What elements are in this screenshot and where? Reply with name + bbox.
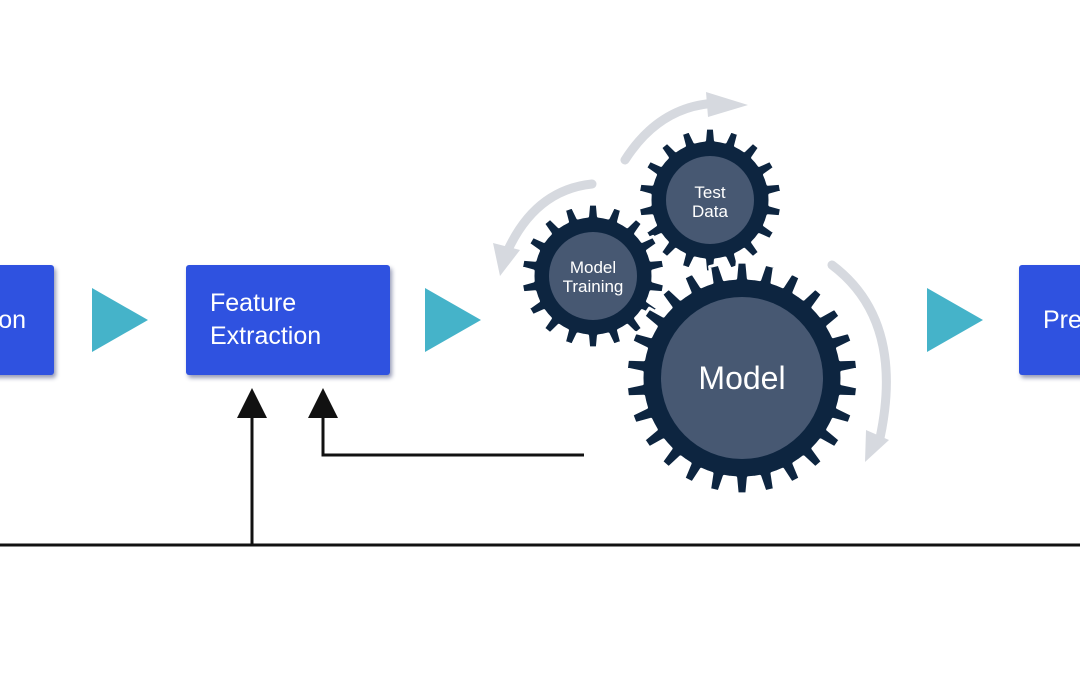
step-box-feature-extraction: Feature Extraction: [186, 265, 390, 375]
step-right-label-line1: Pre: [1043, 305, 1080, 334]
gear-test-data-center: [666, 156, 754, 244]
model-to-feature-arrow: [308, 388, 584, 457]
cycle-arrowheads: [493, 92, 889, 462]
model-training-label-line1: Model: [570, 258, 616, 277]
flow-arrow-1: [92, 288, 148, 352]
test-data-label-line2: Data: [692, 202, 728, 221]
feature-extraction-label-line2: Extraction: [210, 322, 322, 350]
model-training-label-line2: Training: [563, 277, 624, 296]
flow-arrow-3: [927, 288, 983, 352]
cycle-arrows: [502, 98, 891, 443]
model-gear-label: Model: [698, 360, 785, 396]
gear-model-training: [520, 202, 666, 350]
gear-model-training-center: [549, 232, 637, 320]
test-data-label-line1: Test: [694, 183, 725, 202]
cycle-arrow-right: [827, 260, 891, 443]
connector-lines: [0, 388, 1080, 547]
gear-model-center: [661, 297, 823, 459]
feature-extraction-label-line1: Feature: [210, 289, 297, 317]
gear-layer: [520, 126, 860, 496]
step-box-left: on: [0, 265, 54, 375]
step-left-label-line2: on: [0, 305, 26, 334]
cycle-arrow-left: [502, 179, 597, 257]
flow-arrow-2: [425, 288, 481, 352]
cycle-arrow-top: [620, 98, 723, 165]
gear-model: [624, 260, 860, 496]
step-box-right: Pre: [1019, 265, 1080, 375]
gear-test-data: [637, 126, 783, 274]
